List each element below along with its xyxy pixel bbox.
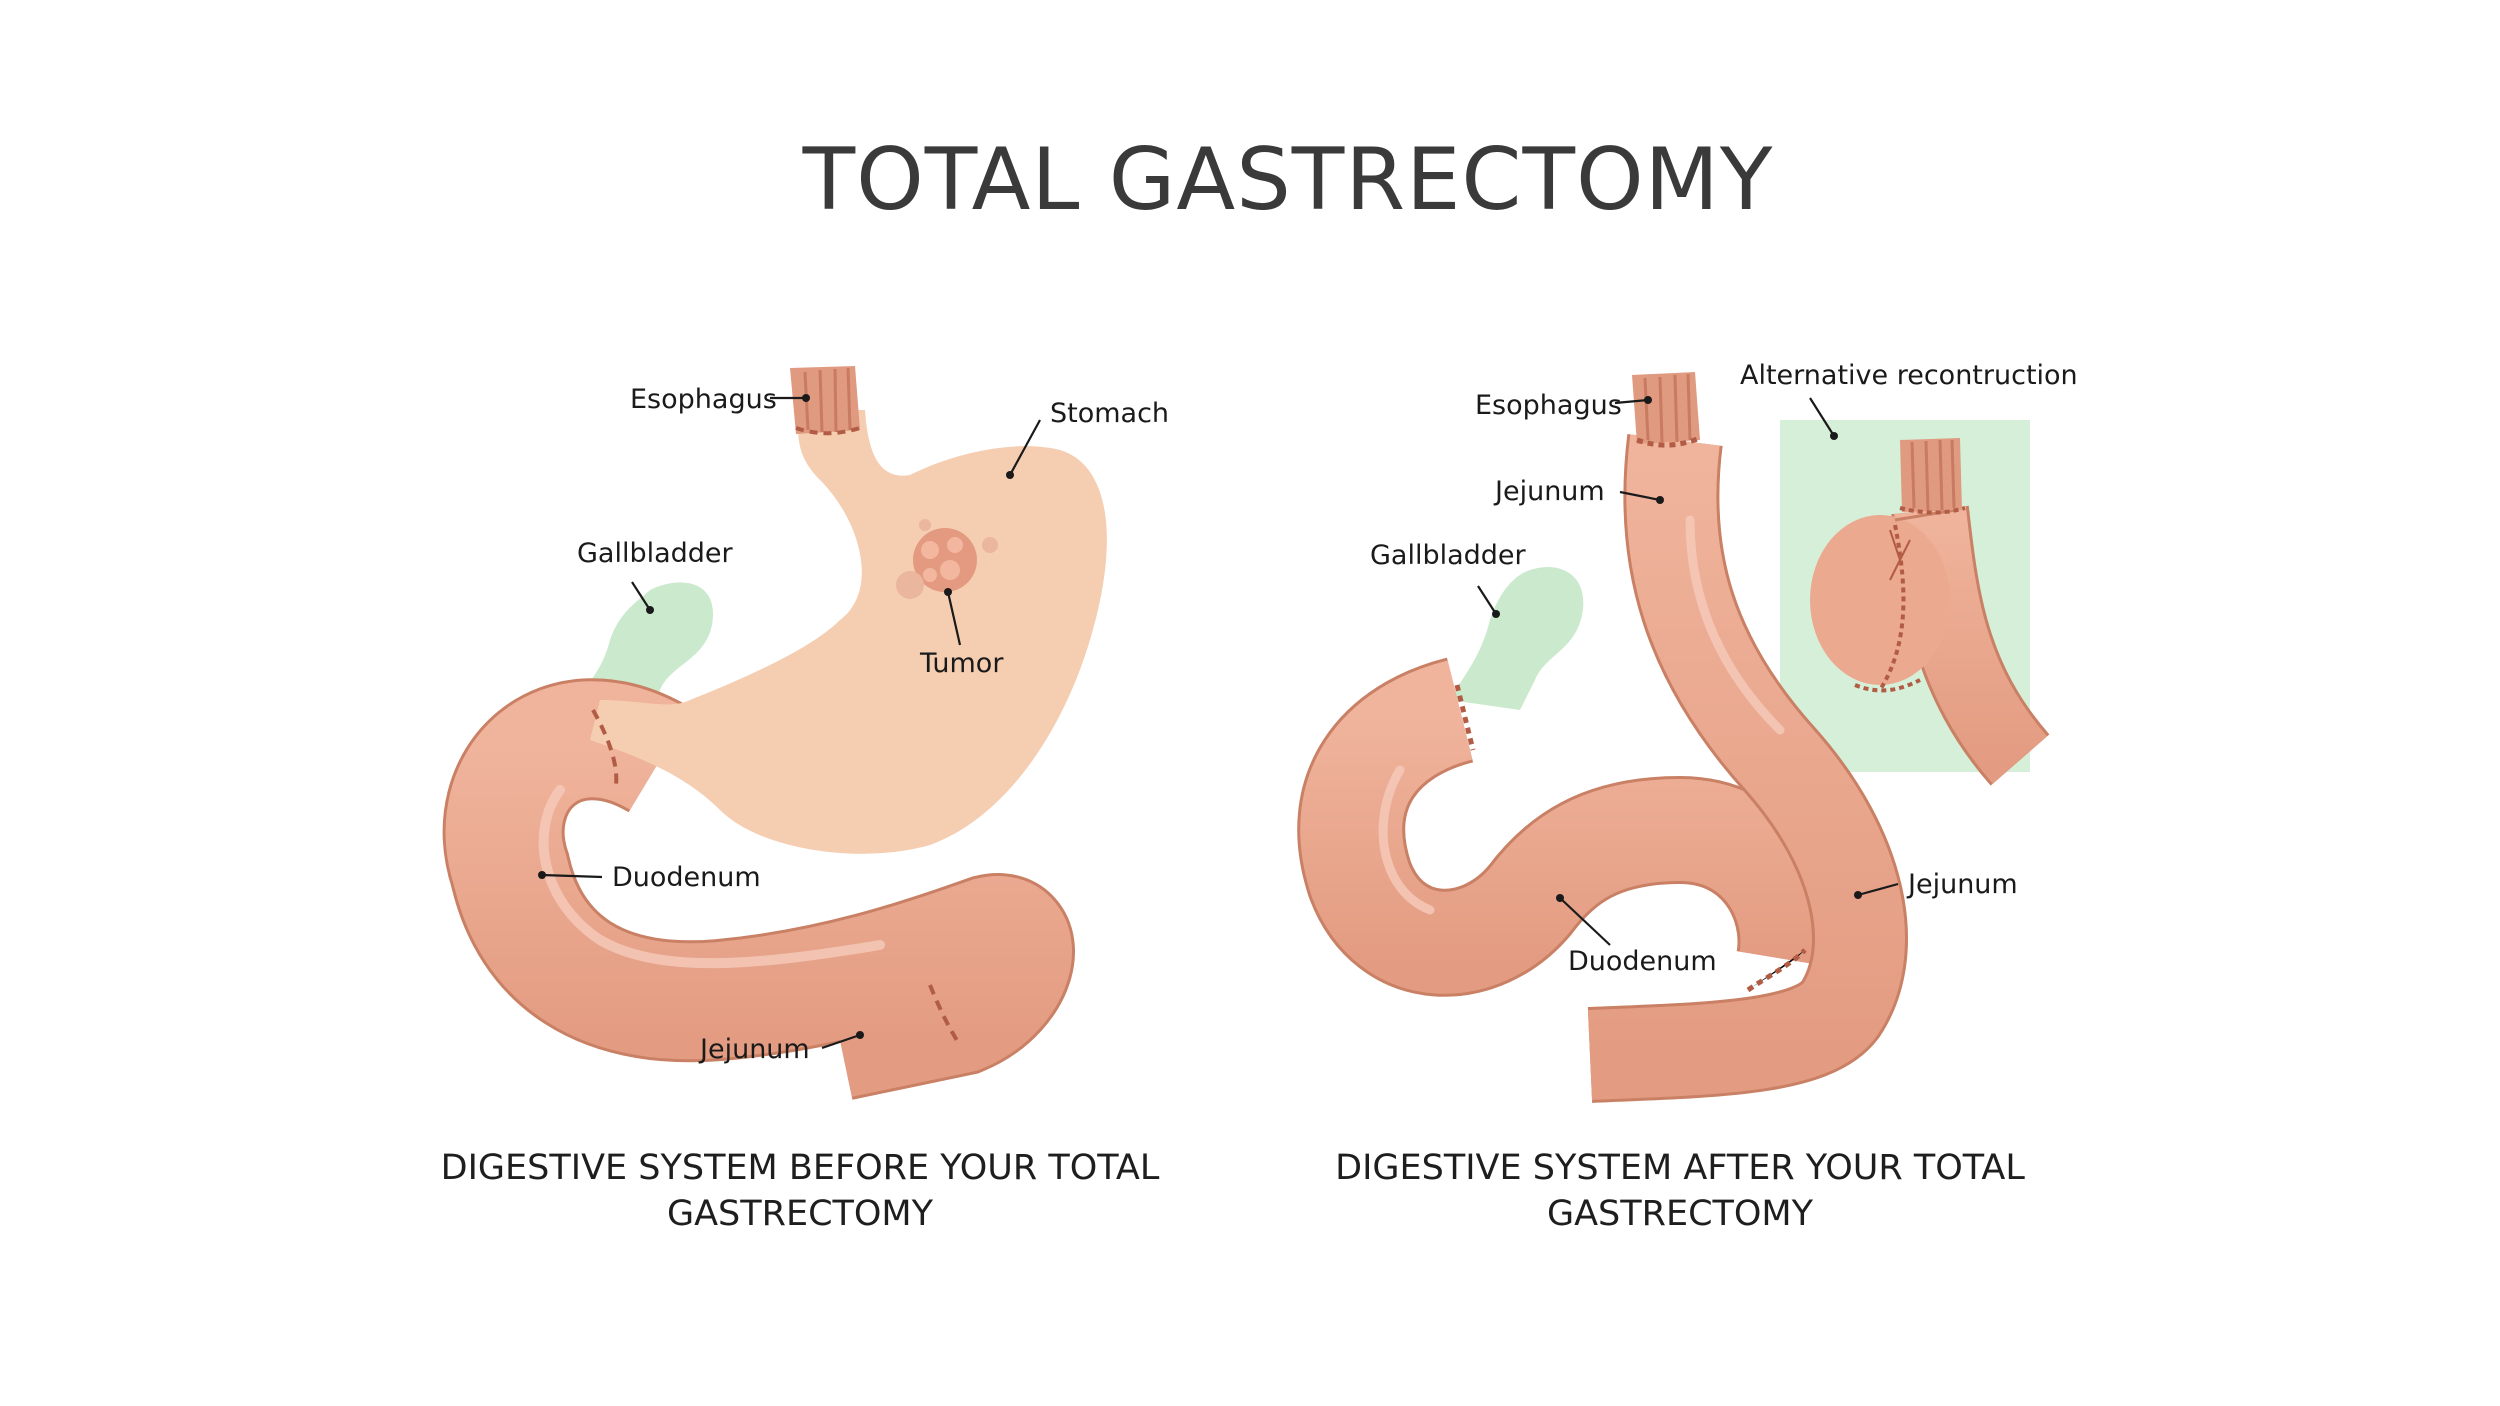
after-diagram: Esophagus Alternative recontruction Jeju… xyxy=(1297,360,2078,1103)
label-stomach-before: Stomach xyxy=(1050,398,1169,429)
stomach-shape xyxy=(590,410,1107,854)
label-esophagus-before: Esophagus xyxy=(630,384,777,415)
inset-reconstruction xyxy=(1810,438,2050,786)
caption-after: DIGESTIVE SYSTEM AFTER YOUR TOTAL GASTRE… xyxy=(1335,1148,2025,1234)
label-jejunum-before: Jejunum xyxy=(698,1034,810,1065)
esophagus-inset xyxy=(1900,438,1962,512)
label-jejunum-after-right: Jejunum xyxy=(1906,869,2018,900)
diagram-title: TOTAL GASTRECTOMY xyxy=(802,130,1774,230)
label-alternative-reconstruction: Alternative recontruction xyxy=(1740,360,2078,391)
label-tumor: Tumor xyxy=(919,648,1004,679)
label-jejunum-after-top: Jejunum xyxy=(1493,476,1605,507)
gallbladder-after xyxy=(1450,567,1584,710)
before-diagram: Esophagus Stomach Gallbladder Tumor Duod… xyxy=(442,366,1169,1100)
caption-before: DIGESTIVE SYSTEM BEFORE YOUR TOTAL GASTR… xyxy=(440,1148,1160,1234)
label-esophagus-after: Esophagus xyxy=(1475,390,1622,421)
esophagus-after xyxy=(1632,372,1700,444)
tumor-mass xyxy=(896,519,998,599)
label-gallbladder-after: Gallbladder xyxy=(1370,540,1527,571)
label-duodenum-before: Duodenum xyxy=(612,862,761,893)
label-duodenum-after: Duodenum xyxy=(1568,946,1717,977)
label-gallbladder-before: Gallbladder xyxy=(577,538,734,569)
